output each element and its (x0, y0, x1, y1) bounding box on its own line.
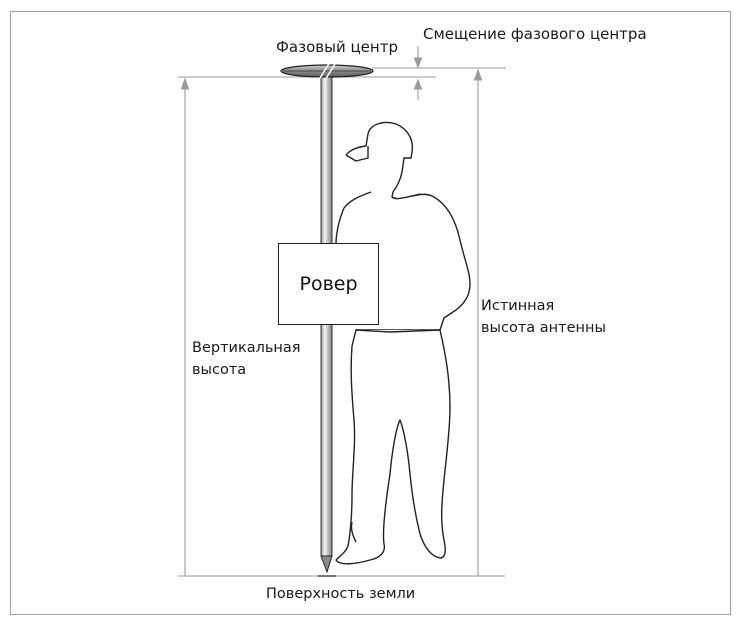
vertical-height-line-2: высота (192, 362, 247, 378)
vertical-height-line-1: Вертикальная (192, 340, 301, 356)
antenna (280, 61, 374, 81)
true-antenna-height-line-1: Истинная (481, 298, 555, 314)
vertical-height-label: Вертикальная высота (192, 337, 301, 381)
ground-surface-label: Поверхность земли (266, 586, 416, 602)
true-antenna-height-label: Истинная высота антенны (481, 295, 606, 339)
diagram-frame (10, 11, 731, 615)
phase-center-offset-label: Смещение фазового центра (423, 25, 647, 43)
rover-label: Ровер (299, 273, 358, 295)
vertical-height-arrow (180, 77, 190, 576)
phase-center-label: Фазовый центр (276, 38, 398, 56)
rover-box: Ровер (278, 243, 379, 325)
true-height-arrow (473, 68, 483, 576)
person-silhouette (335, 121, 471, 565)
offset-arrows (413, 46, 423, 100)
true-antenna-height-line-2: высота антенны (481, 320, 606, 336)
